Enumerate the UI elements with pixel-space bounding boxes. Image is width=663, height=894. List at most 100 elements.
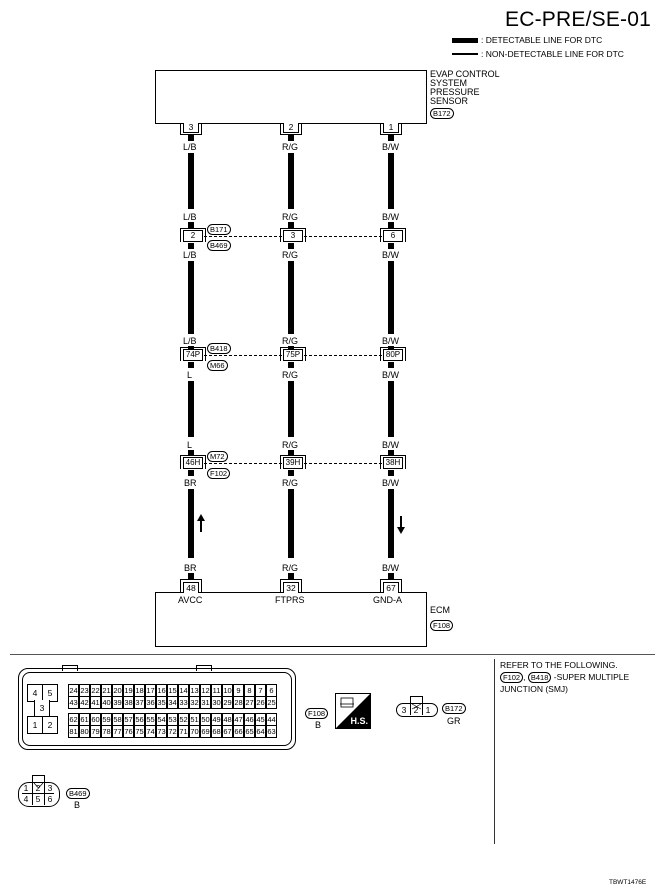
- junction2-pin-75p: 75P: [280, 347, 306, 362]
- ecm-pin-cell: 15: [166, 683, 179, 697]
- wire-br: [188, 489, 194, 558]
- wire-rg: [288, 489, 294, 558]
- reference-line1: REFER TO THE FOLLOWING.: [500, 660, 618, 670]
- harness-side-badge: H.S.: [335, 693, 371, 729]
- legend-detectable: : DETECTABLE LINE FOR DTC: [452, 35, 602, 45]
- ecm-pin-cell: 81: [67, 724, 80, 738]
- wire-bw: [388, 489, 394, 558]
- connector-tag-b469: B469: [207, 240, 231, 251]
- sensor-name-line: SYSTEM: [430, 78, 468, 88]
- wire-stub: [188, 346, 194, 351]
- reference-note: REFER TO THE FOLLOWING. F102, B418 -SUPE…: [500, 660, 630, 694]
- arrow-down-head: [397, 527, 405, 534]
- ecm-pin-cell: 35: [155, 695, 168, 709]
- wire-stub: [288, 222, 294, 228]
- ecm-pin-cell: 69: [199, 724, 212, 738]
- ecm-pin-48: 48: [183, 582, 199, 593]
- ecm-pin-cell: 72: [166, 724, 179, 738]
- ecm-pin-cell: 57: [122, 712, 135, 726]
- pin-label: 3: [47, 783, 53, 793]
- ecm-pin-cell: 44: [265, 712, 278, 726]
- sensor-name-line: SENSOR: [430, 96, 469, 106]
- ecm-pin-cell: 77: [111, 724, 124, 738]
- wire-stub: [288, 470, 294, 476]
- ecm-pin-cell: 22: [89, 683, 102, 697]
- arrow-up-icon: [200, 518, 202, 532]
- ecm-pin-cell: 48: [221, 712, 234, 726]
- evap-pressure-sensor-box: [155, 70, 427, 124]
- wire-rg: [288, 261, 294, 334]
- ecm-pin-cell: 26: [254, 695, 267, 709]
- pin-label: 1: [23, 783, 29, 793]
- pin-divider: [410, 703, 423, 715]
- connector-tag-f102: F102: [207, 468, 231, 479]
- ecm-pin-cell: 24: [67, 683, 80, 697]
- ecm-pin-cell: 11: [210, 683, 223, 697]
- ecm-pin-name: AVCC: [178, 595, 203, 605]
- ecm-pin-cell: 47: [232, 712, 245, 726]
- wire-stub: [388, 450, 394, 455]
- wire-color: B/W: [382, 212, 399, 222]
- ecm-pin-cell: 27: [243, 695, 256, 709]
- wire-color: L/B: [183, 212, 197, 222]
- ecm-pin-cell: 31: [199, 695, 212, 709]
- ecm-pin-cell: 73: [155, 724, 168, 738]
- connector-face-b469: [18, 782, 60, 807]
- wire-color: R/G: [282, 142, 299, 152]
- wire-stub: [388, 135, 394, 141]
- wire-stub: [288, 243, 294, 249]
- pin-label: 4: [23, 794, 29, 804]
- sensor-connector-face-b172: [396, 703, 438, 717]
- ecm-pin-cell: 60: [89, 712, 102, 726]
- wire-color: R/G: [282, 336, 299, 346]
- connector-latch-icon: [32, 775, 45, 789]
- ecm-pin-cell: 51: [188, 712, 201, 726]
- hs-label: H.S.: [350, 716, 368, 726]
- ecm-pin-cell: 10: [221, 683, 234, 697]
- ecm-pin-cell: 58: [111, 712, 124, 726]
- ecm-pin-cell: 18: [133, 683, 146, 697]
- pin-label: 5: [35, 794, 41, 804]
- ecm-pin-cell: 68: [210, 724, 223, 738]
- sensor-pin-3: 3: [180, 123, 202, 136]
- wire-color: L/B: [183, 250, 197, 260]
- junction1-pin-6: 6: [380, 228, 406, 243]
- ecm-pin-cell: 63: [265, 724, 278, 738]
- connector-tag-b418: B418: [207, 343, 231, 354]
- ecm-label: ECM: [430, 605, 450, 615]
- ecm-pin-cell: 45: [254, 712, 267, 726]
- ecm-pin-cell: 21: [100, 683, 113, 697]
- wire-color: B/W: [382, 250, 399, 260]
- ecm-pin-cell: 20: [111, 683, 124, 697]
- wire-color: R/G: [282, 563, 299, 573]
- arrow-down-icon: [400, 516, 402, 528]
- pin-divider: [22, 793, 54, 794]
- wire-color: R/G: [282, 440, 299, 450]
- ecm-pin-cell: 40: [100, 695, 113, 709]
- connector-tag-m72: M72: [207, 451, 228, 462]
- connector-tag-b172: B172: [430, 108, 454, 119]
- wire-color: B/W: [382, 142, 399, 152]
- ecm-pin-cell: 74: [144, 724, 157, 738]
- wire-color: R/G: [282, 478, 299, 488]
- ecm-pin-cell: 80: [78, 724, 91, 738]
- hs-badge-icon: [336, 694, 370, 728]
- ecm-pin-cell: 75: [133, 724, 146, 738]
- ecm-pin-cell: 65: [243, 724, 256, 738]
- ecm-pin-cell: 67: [221, 724, 234, 738]
- wire-color: B/W: [382, 478, 399, 488]
- wire-bw: [388, 261, 394, 334]
- connector-tag-b171: B171: [207, 224, 231, 235]
- ecm-pin-cell: 19: [122, 683, 135, 697]
- wire-stub: [388, 346, 394, 351]
- connector-tag-m66: M66: [207, 360, 228, 371]
- connector-tag-b469: B469: [66, 788, 90, 799]
- figure-id: TBWT1476E: [609, 879, 647, 886]
- ecm-pin-housing: [180, 579, 202, 593]
- junction1-pin-2: 2: [180, 228, 206, 243]
- wire-stub: [388, 362, 394, 368]
- wire-color: R/G: [282, 212, 299, 222]
- ecm-pin-cell: 37: [133, 695, 146, 709]
- wire-lb: [188, 261, 194, 334]
- ecm-connector-face-f108: [18, 668, 296, 750]
